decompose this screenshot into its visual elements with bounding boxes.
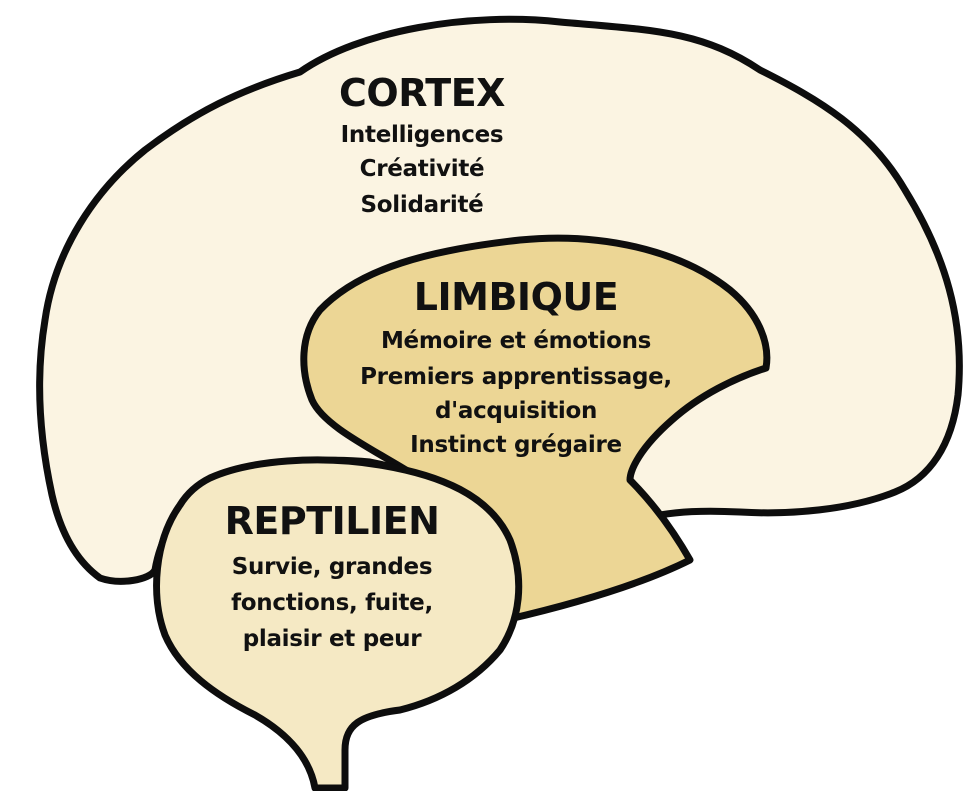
limbic-title: LIMBIQUE xyxy=(414,275,618,319)
cortex-title: CORTEX xyxy=(339,71,505,115)
limbic-labels: LIMBIQUE Mémoire et émotions Premiers ap… xyxy=(360,275,672,458)
limbic-line-2: Premiers apprentissage, xyxy=(360,364,672,390)
cortex-line-2: Créativité xyxy=(360,156,485,182)
cortex-line-3: Solidarité xyxy=(361,192,484,218)
limbic-line-4: Instinct grégaire xyxy=(410,432,622,458)
reptilian-line-2: fonctions, fuite, xyxy=(231,590,433,616)
reptilian-labels: REPTILIEN Survie, grandes fonctions, fui… xyxy=(225,499,440,652)
cortex-line-1: Intelligences xyxy=(341,122,504,148)
cortex-labels: CORTEX Intelligences Créativité Solidari… xyxy=(339,71,506,218)
reptilian-line-1: Survie, grandes xyxy=(232,554,432,580)
limbic-line-3: d'acquisition xyxy=(435,398,597,424)
reptilian-title: REPTILIEN xyxy=(225,499,440,543)
reptilian-region xyxy=(153,456,523,791)
limbic-line-1: Mémoire et émotions xyxy=(381,328,651,354)
reptilian-line-3: plaisir et peur xyxy=(243,626,423,652)
